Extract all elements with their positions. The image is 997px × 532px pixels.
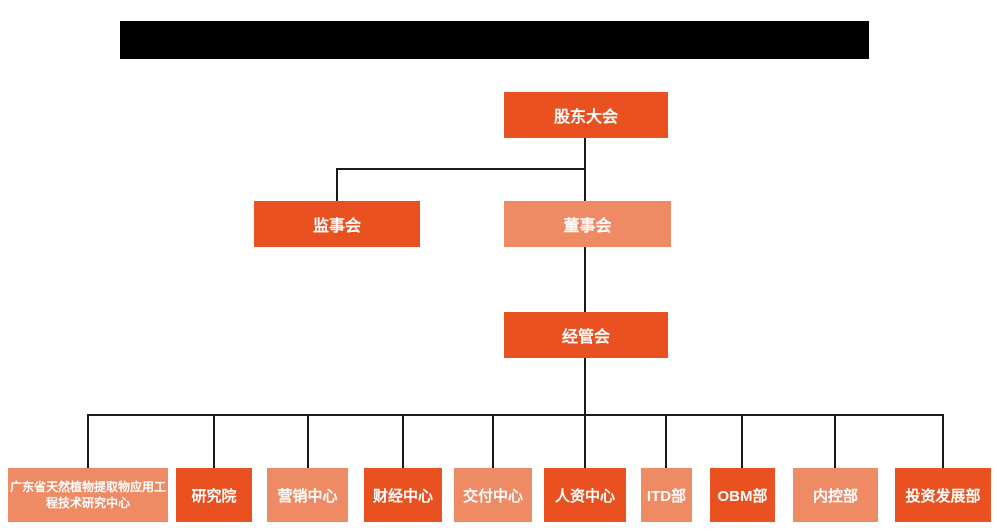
node-obm-department: OBM部 xyxy=(710,468,775,522)
node-research-center-guangdong: 广东省天然植物提取物应用工程技术研究中心 xyxy=(8,468,168,522)
redacted-title-bar xyxy=(120,21,869,59)
connector-drop-4 xyxy=(492,414,494,468)
node-supervisory-board: 监事会 xyxy=(254,201,420,247)
connector-drop-9 xyxy=(942,414,944,468)
node-delivery-center: 交付中心 xyxy=(454,468,532,522)
node-board-of-directors: 董事会 xyxy=(504,201,671,247)
node-research-institute: 研究院 xyxy=(176,468,252,522)
connector-branch-horizontal xyxy=(336,168,586,170)
node-internal-control-department: 内控部 xyxy=(793,468,878,522)
node-finance-center: 财经中心 xyxy=(364,468,442,522)
connector-department-bus xyxy=(87,414,944,416)
node-shareholders-meeting: 股东大会 xyxy=(504,92,668,138)
connector-drop-1 xyxy=(213,414,215,468)
connector-drop-8 xyxy=(834,414,836,468)
node-hr-center: 人资中心 xyxy=(544,468,626,522)
connector-drop-0 xyxy=(87,414,89,468)
node-marketing-center: 营销中心 xyxy=(267,468,348,522)
connector-drop-7 xyxy=(741,414,743,468)
node-itd-department: ITD部 xyxy=(641,468,692,522)
connector-to-supervisory xyxy=(336,168,338,201)
connector-board-to-management xyxy=(584,247,586,312)
node-investment-development-department: 投资发展部 xyxy=(895,468,991,522)
node-management-committee: 经管会 xyxy=(504,312,668,358)
connector-drop-3 xyxy=(402,414,404,468)
connector-drop-5 xyxy=(584,414,586,468)
connector-drop-6 xyxy=(665,414,667,468)
connector-management-down xyxy=(584,358,586,416)
connector-drop-2 xyxy=(307,414,309,468)
